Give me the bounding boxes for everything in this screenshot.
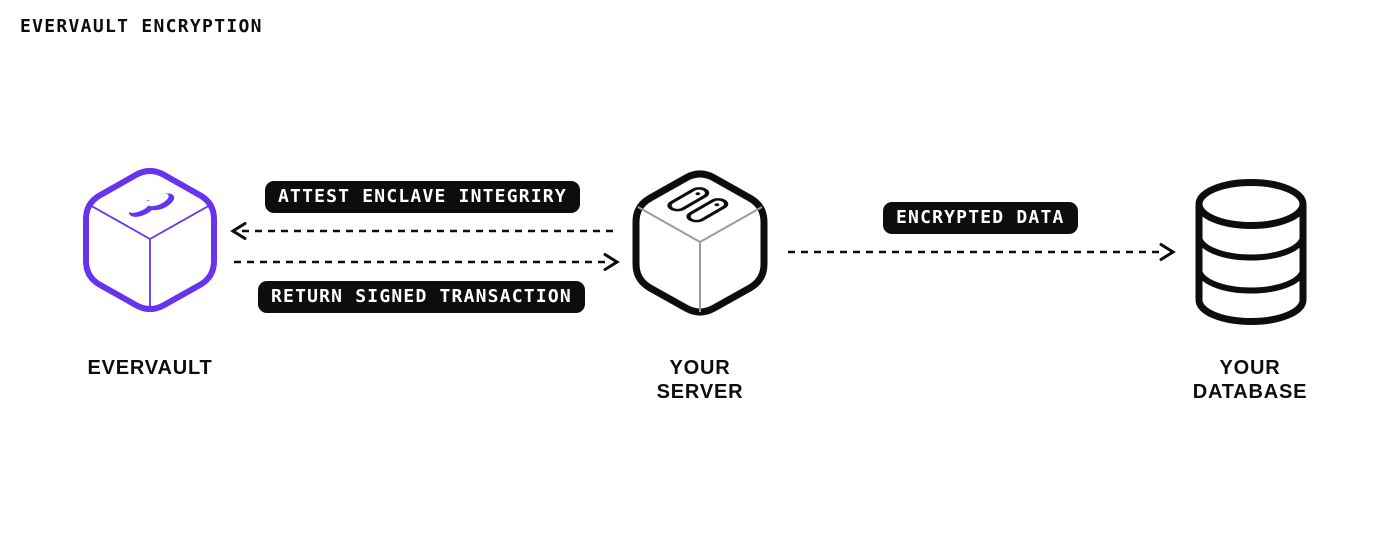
node-database-label-line2: DATABASE [1192, 381, 1308, 403]
attest-arrow [230, 222, 614, 240]
database-top-disc [1195, 179, 1307, 229]
return-signed-edge-label: RETURN SIGNED TRANSACTION [258, 281, 585, 313]
evervault-cube-inner-edges [87, 203, 213, 310]
node-database-label-line1: YOUR [1219, 357, 1281, 379]
node-server-label: YOUR SERVER [600, 356, 800, 404]
diagram-title: EVERVAULT ENCRYPTION [20, 16, 263, 37]
node-evervault-label-text: EVERVAULT [87, 357, 213, 379]
return-signed-arrowhead-right [603, 253, 620, 271]
node-server-label-line1: YOUR [669, 357, 731, 379]
database-disc-lines [1196, 235, 1306, 294]
return-signed-arrow [234, 253, 620, 271]
node-server-label-line2: SERVER [656, 381, 744, 403]
node-evervault-label: EVERVAULT [30, 356, 270, 380]
node-database-label: YOUR DATABASE [1130, 356, 1370, 404]
attest-arrowhead-left [230, 222, 247, 240]
server-slots [667, 187, 729, 223]
server-cube-inner-edges [637, 206, 763, 312]
evervault-cube-icon [83, 167, 217, 313]
server-cube-icon [632, 170, 768, 316]
encrypted-data-arrow [788, 243, 1176, 261]
encrypted-data-edge-label: ENCRYPTED DATA [883, 202, 1078, 234]
encrypted-data-arrowhead-right [1159, 243, 1176, 261]
database-body [1195, 200, 1307, 325]
attest-edge-label: ATTEST ENCLAVE INTEGRIRY [265, 181, 580, 213]
database-cylinder-icon [1195, 179, 1307, 325]
evervault-logo-mark [128, 193, 175, 217]
